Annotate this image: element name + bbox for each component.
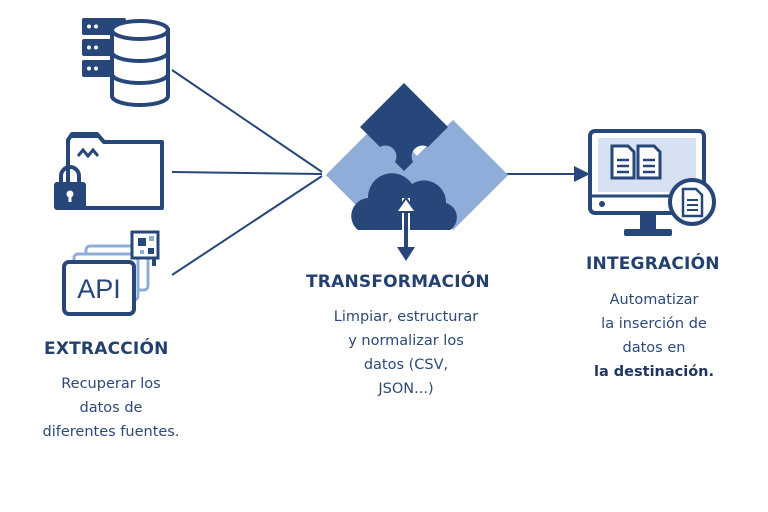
integration-desc-line: la inserción de xyxy=(601,316,707,332)
transformation-desc-line: y normalizar los xyxy=(348,333,464,349)
api-label: API xyxy=(77,274,121,304)
connector-database xyxy=(171,69,323,173)
transformation-description: Limpiar, estructurar y normalizar los da… xyxy=(306,305,506,401)
connector-api xyxy=(171,175,323,276)
api-icon xyxy=(62,230,160,316)
integration-desc-line: Automatizar xyxy=(609,292,699,308)
extraction-description: Recuperar los datos de diferentes fuente… xyxy=(18,372,204,444)
extraction-desc-line: Recuperar los xyxy=(61,376,161,392)
integration-desc-line: datos en xyxy=(622,340,686,356)
transformation-desc-line: JSON...) xyxy=(378,381,434,397)
integration-desc-bold: la destinación. xyxy=(593,364,714,380)
extraction-desc-line: datos de xyxy=(79,400,143,416)
locked-folder-icon xyxy=(54,132,164,210)
integration-description: Automatizar la inserción de datos en la … xyxy=(570,288,738,384)
integration-title: INTEGRACIÓN xyxy=(586,254,720,274)
extraction-title: EXTRACCIÓN xyxy=(44,339,169,359)
monitor-documents-icon xyxy=(588,129,716,236)
connector-lines xyxy=(171,69,590,276)
extraction-desc-line: diferentes fuentes. xyxy=(42,424,180,440)
transformation-desc-line: datos (CSV, xyxy=(363,357,449,373)
transformation-title: TRANSFORMACIÓN xyxy=(306,272,490,292)
connector-folder xyxy=(171,171,323,175)
database-server-icon xyxy=(82,18,170,107)
puzzle-cloud-icon xyxy=(325,83,509,261)
transformation-desc-line: Limpiar, estructurar xyxy=(333,309,479,325)
